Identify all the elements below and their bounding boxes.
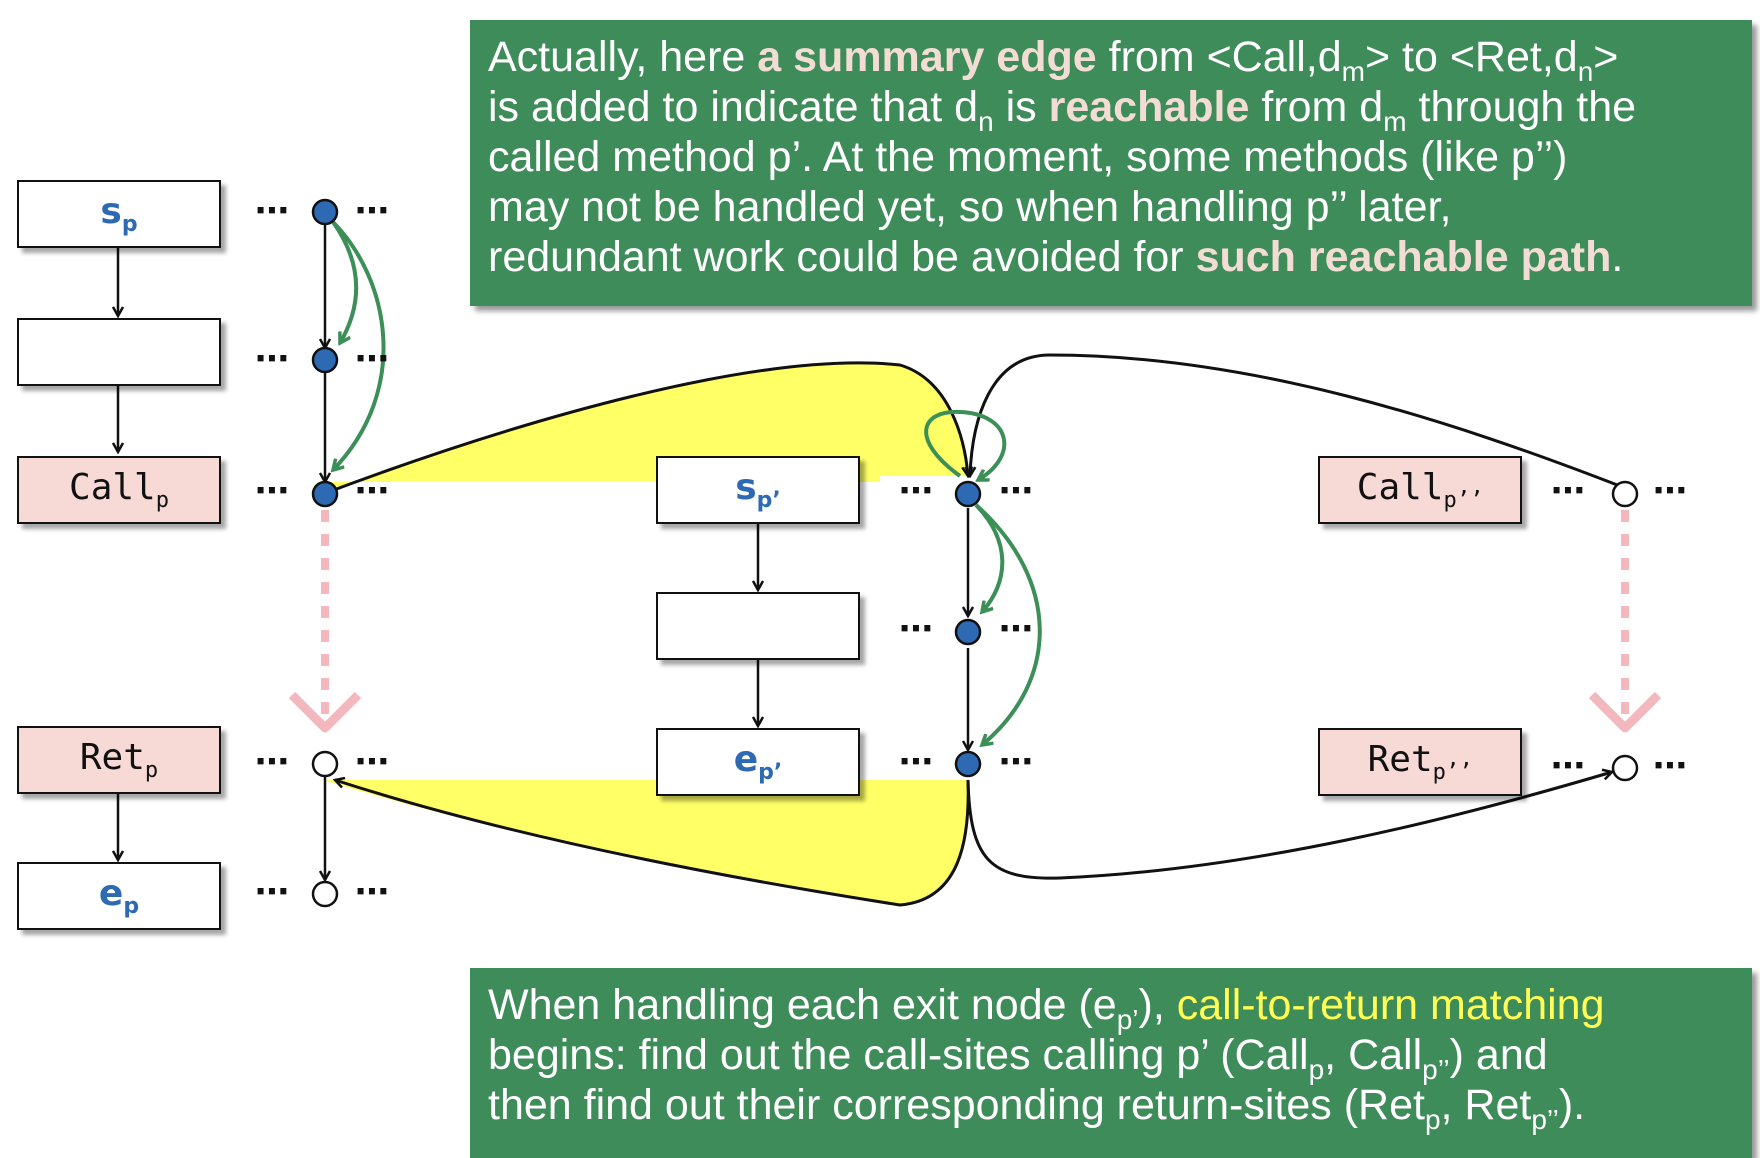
call-to-return-callout: When handling each exit node (ep’), call… [470,968,1752,1158]
call-edge-callp2-to-sp1 [970,353,1626,490]
cfg-node-retp2: Retp’’ [1318,728,1522,796]
fact-node-filled [954,618,982,646]
fact-node-filled [311,198,339,226]
ellipsis-dots: ⋯ [1653,746,1687,786]
cfg-node-intermediate [656,592,860,660]
node-label-sp: sp [100,191,138,237]
ellipsis-dots: ⋯ [1551,746,1585,786]
call-edge-highlight-region [323,362,968,494]
ellipsis-dots: ⋯ [899,609,933,649]
path-edge-green-4 [974,503,1042,745]
callout-line-1: Actually, here a summary edge from <Call… [488,33,1619,87]
cfg-node-callp2: Callp’’ [1318,456,1522,524]
node-label-retp2: Retp’’ [1367,739,1473,785]
summary-edge-callout: Actually, here a summary edge from <Call… [470,20,1752,306]
ellipsis-dots: ⋯ [1551,471,1585,511]
callout-line-3: then find out their corresponding return… [488,1081,1586,1135]
fact-node-filled [311,346,339,374]
ellipsis-dots: ⋯ [355,471,389,511]
fact-node-empty [1611,754,1639,782]
cfg-node-retp: Retp [17,726,221,794]
return-edge-ep1-to-retp [335,780,970,907]
cfg-node-ep1: ep’ [656,728,860,796]
fact-node-empty [311,750,339,778]
ellipsis-dots: ⋯ [255,339,289,379]
cfg-node-sp1: sp’ [656,456,860,524]
fact-node-filled [954,750,982,778]
fact-node-empty [1611,480,1639,508]
callout-line-1: When handling each exit node (ep’), call… [488,981,1605,1035]
node-label-ep: ep [98,873,140,919]
path-edge-green-1 [331,220,359,343]
callout-line-2: is added to indicate that dn is reachabl… [488,83,1637,137]
return-edge-highlight-region [323,780,969,905]
node-label-retp: Retp [79,737,159,783]
ellipsis-dots: ⋯ [255,191,289,231]
call-to-return-arrowhead-p [288,691,362,733]
node-label-callp2: Callp’’ [1356,467,1484,513]
ellipsis-dots: ⋯ [255,742,289,782]
node-label-ep1: ep’ [733,739,783,785]
fact-node-filled [311,480,339,508]
path-edge-self-loop [924,409,1007,480]
path-edge-green-3 [974,503,1005,612]
ellipsis-dots: ⋯ [355,191,389,231]
ellipsis-dots: ⋯ [255,872,289,912]
cfg-node-sp: sp [17,180,221,248]
cfg-node-ep: ep [17,862,221,930]
cfg-node-callp: Callp [17,456,221,524]
node-label-sp1: sp’ [735,467,781,513]
ellipsis-dots: ⋯ [355,872,389,912]
cfg-node-intermediate [17,318,221,386]
return-edge-ep1-to-retp2 [966,772,1612,880]
callout-line-3: called method p’. At the moment, some me… [488,133,1568,181]
node-label-callp: Callp [69,467,169,513]
call-to-return-arrowhead-p2 [1588,691,1662,733]
callout-line-5: redundant work could be avoided for such… [488,233,1624,281]
ellipsis-dots: ⋯ [255,471,289,511]
fact-node-empty [311,880,339,908]
ellipsis-dots: ⋯ [999,609,1033,649]
callout-line-4: may not be handled yet, so when handling… [488,183,1452,231]
ellipsis-dots: ⋯ [999,742,1033,782]
ellipsis-dots: ⋯ [899,471,933,511]
ellipsis-dots: ⋯ [899,742,933,782]
ellipsis-dots: ⋯ [999,471,1033,511]
call-edge-callp-to-sp1 [322,361,968,496]
callout-line-2: begins: find out the call-sites calling … [488,1031,1548,1085]
ellipsis-dots: ⋯ [355,339,389,379]
ellipsis-dots: ⋯ [355,742,389,782]
path-edge-green-2 [333,220,386,470]
fact-node-filled [954,480,982,508]
ellipsis-dots: ⋯ [1653,471,1687,511]
